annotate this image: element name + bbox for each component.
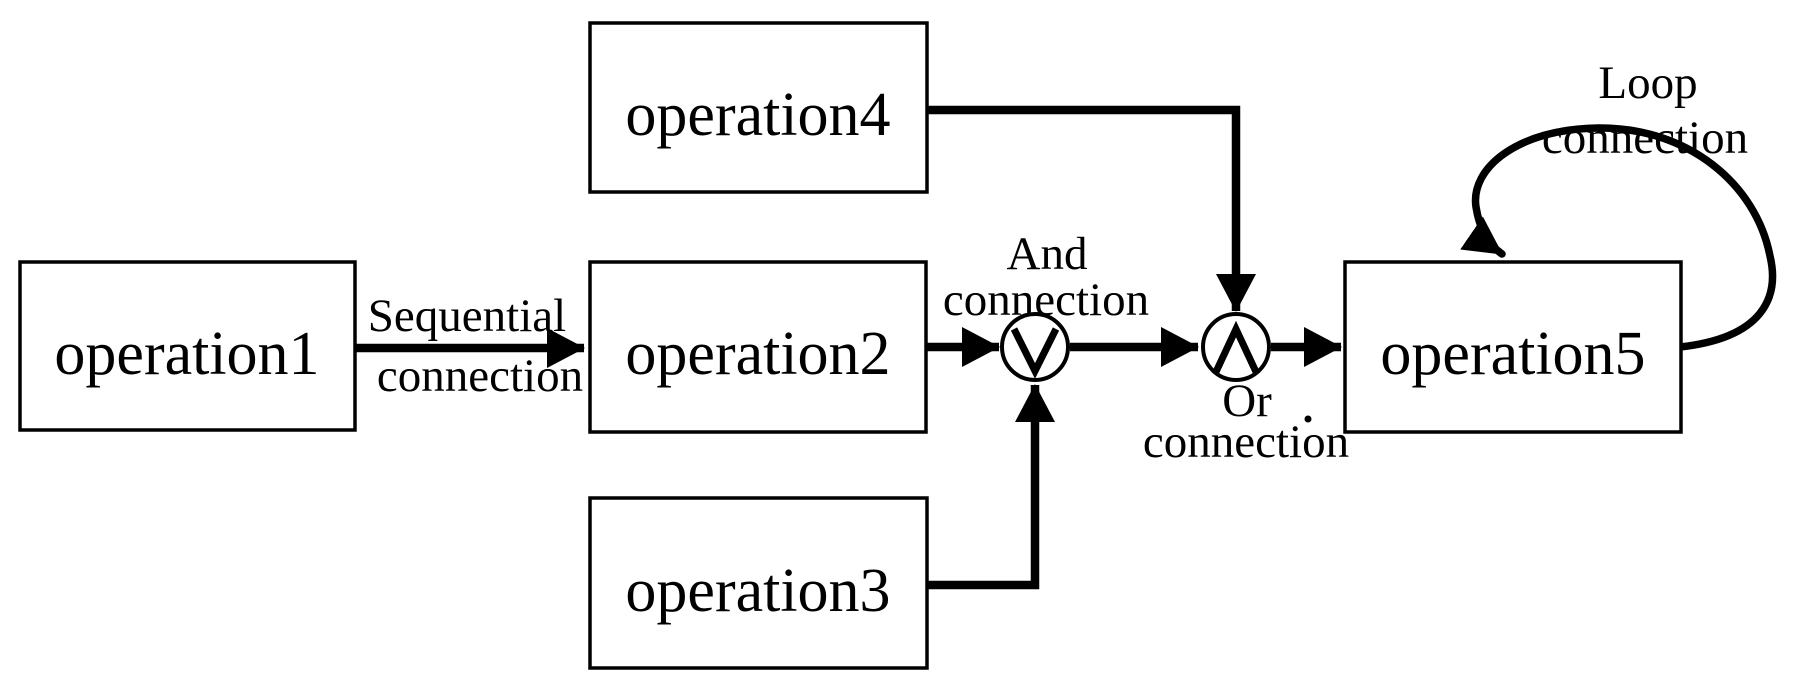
node-operation4 xyxy=(588,21,929,194)
operation3-to-and-arrow xyxy=(924,384,1055,590)
operation2-label: operation2 xyxy=(625,320,890,388)
loop-label-line2: connection xyxy=(1542,112,1748,164)
operation5-label: operation5 xyxy=(1380,320,1645,388)
or-label-line1: Or xyxy=(1222,375,1272,427)
loop-label-line1: Loop xyxy=(1598,57,1697,109)
node-operation2 xyxy=(588,260,928,434)
node-operation5 xyxy=(1343,260,1683,434)
operation3-label: operation3 xyxy=(625,557,890,625)
stray-dot xyxy=(1304,415,1312,423)
and-symbol-v-icon xyxy=(1010,327,1060,379)
and-label-line2: connection xyxy=(943,274,1149,326)
or-label-line2: connection xyxy=(1143,416,1349,468)
or-symbol-wedge-icon xyxy=(1211,320,1261,376)
operation1-label: operation1 xyxy=(54,320,319,388)
sequential-label-line1: Sequential xyxy=(368,290,566,342)
node-operation1 xyxy=(18,260,357,432)
sequential-label-line2: connection xyxy=(377,350,583,402)
and-label-line1: And xyxy=(1007,228,1088,280)
operation4-to-or-arrow xyxy=(924,105,1256,312)
operation4-label: operation4 xyxy=(625,81,890,149)
node-operation3 xyxy=(588,496,929,670)
loop-connection-arrow xyxy=(1460,124,1777,351)
